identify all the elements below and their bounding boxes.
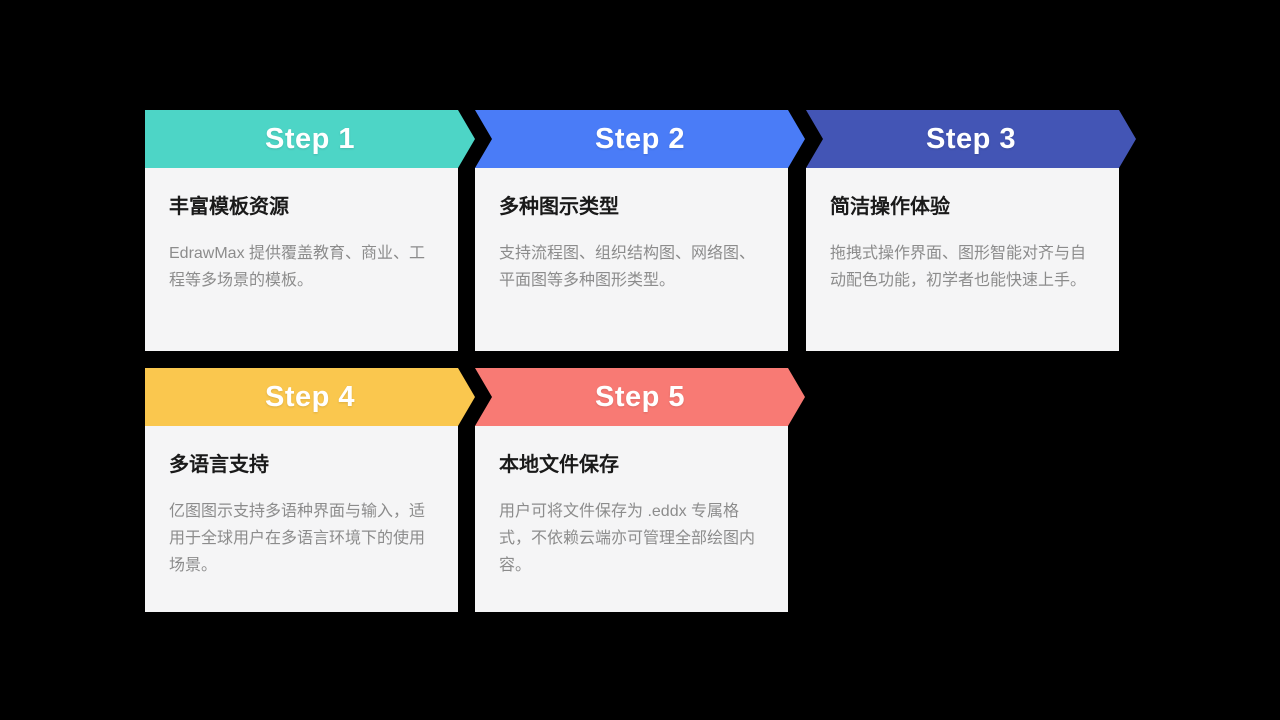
step-5-arrow-banner: Step 5 [475,368,805,426]
step-3-description: 拖拽式操作界面、图形智能对齐与自动配色功能，初学者也能快速上手。 [830,245,1087,289]
step-4-arrow-banner: Step 4 [145,368,475,426]
step-4-body: 多语言支持 亿图图示支持多语种界面与输入，适用于全球用户在多语言环境下的使用场景… [145,426,458,612]
step-5-body: 本地文件保存 用户可将文件保存为 .eddx 专属格式，不依赖云端亦可管理全部绘… [475,426,788,612]
step-1-title: 丰富模板资源 [169,196,289,218]
step-4-label: Step 4 [264,380,356,413]
step-1-body: 丰富模板资源 EdrawMax 提供覆盖教育、商业、工程等多场景的模板。 [145,168,458,351]
step-5-description: 用户可将文件保存为 .eddx 专属格式，不依赖云端亦可管理全部绘图内容。 [499,503,756,574]
step-card-3: Step 3 简洁操作体验 拖拽式操作界面、图形智能对齐与自动配色功能，初学者也… [806,110,1136,351]
step-5-label: Step 5 [594,380,686,413]
step-1-arrow-banner: Step 1 [145,110,475,168]
step-4-title: 多语言支持 [169,454,269,476]
step-1-description: EdrawMax 提供覆盖教育、商业、工程等多场景的模板。 [169,245,426,289]
step-card-1: Step 1 丰富模板资源 EdrawMax 提供覆盖教育、商业、工程等多场景的… [145,110,475,351]
step-3-title: 简洁操作体验 [830,196,950,218]
step-2-description: 支持流程图、组织结构图、网络图、平面图等多种图形类型。 [499,245,756,289]
step-2-body: 多种图示类型 支持流程图、组织结构图、网络图、平面图等多种图形类型。 [475,168,788,351]
step-1-label: Step 1 [264,122,356,155]
step-2-label: Step 2 [594,122,686,155]
step-card-2: Step 2 多种图示类型 支持流程图、组织结构图、网络图、平面图等多种图形类型… [475,110,805,351]
step-2-title: 多种图示类型 [499,196,619,218]
step-3-body: 简洁操作体验 拖拽式操作界面、图形智能对齐与自动配色功能，初学者也能快速上手。 [806,168,1119,351]
step-card-4: Step 4 多语言支持 亿图图示支持多语种界面与输入，适用于全球用户在多语言环… [145,368,475,612]
step-4-description: 亿图图示支持多语种界面与输入，适用于全球用户在多语言环境下的使用场景。 [169,503,426,574]
step-3-arrow-banner: Step 3 [806,110,1136,168]
step-card-5: Step 5 本地文件保存 用户可将文件保存为 .eddx 专属格式，不依赖云端… [475,368,805,612]
step-2-arrow-banner: Step 2 [475,110,805,168]
step-3-label: Step 3 [925,122,1017,155]
step-5-title: 本地文件保存 [499,454,619,476]
